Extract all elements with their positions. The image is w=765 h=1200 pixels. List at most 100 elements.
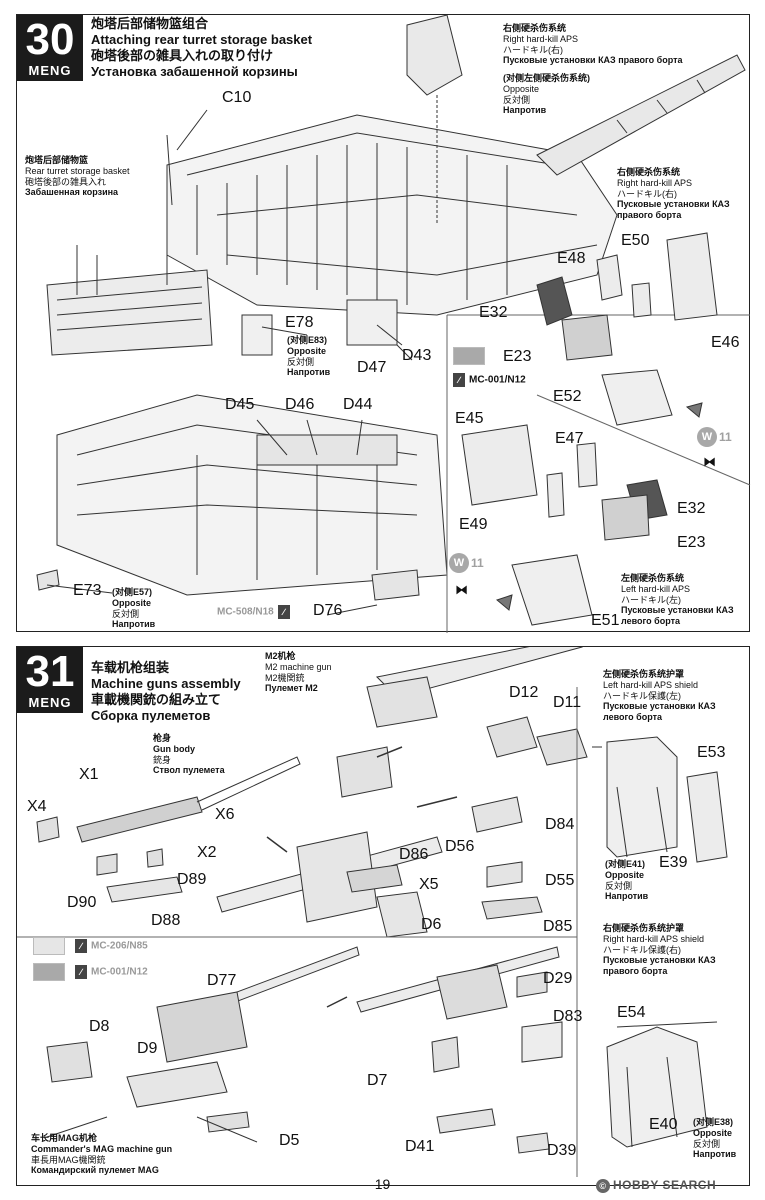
part-label-d83: D83: [553, 1008, 583, 1025]
right-shield-ja: ハードキル保護(右): [603, 944, 681, 955]
part-label-e45: E45: [455, 410, 484, 427]
gun-body-note: 枪身 Gun body 銃身 Ствол пулемета: [153, 733, 225, 776]
part-label-e32-a: E32: [479, 304, 508, 321]
basket-note-ja: 砲塔後部の雑具入れ: [25, 176, 107, 187]
part-label-d88: D88: [151, 912, 181, 929]
step-31-title-ru: Сборка пулеметов: [91, 708, 211, 723]
copyright-icon: ©: [596, 1179, 610, 1193]
part-label-d12: D12: [509, 684, 539, 701]
left-shield-ru1: Пусковые установки КАЗ: [603, 701, 716, 712]
mag-note-ja: 車長用MAG機関銃: [31, 1154, 106, 1165]
part-label-d41: D41: [405, 1138, 435, 1155]
e78-opposite-en: Opposite: [287, 345, 327, 356]
part-label-d90: D90: [67, 894, 97, 911]
right-shield-ru1: Пусковые установки КАЗ: [603, 955, 716, 966]
paint-swatch-mc001-step31: [33, 963, 65, 981]
part-label-d46: D46: [285, 396, 315, 413]
w-mark-number: 11: [719, 430, 732, 444]
right-aps-top-note: 右侧硬杀伤系统 Right hard-kill APS ハードキル(右) Пус…: [503, 23, 683, 66]
part-label-d47: D47: [357, 359, 387, 376]
e40-opposite-ru: Напротив: [693, 1149, 737, 1160]
mag-note: 车长用MAG机枪 Commander's MAG machine gun 車長用…: [31, 1133, 172, 1176]
part-label-d29: D29: [543, 970, 573, 987]
opposite-top-zh: (对侧左侧硬杀伤系统): [503, 73, 590, 83]
basket-note-en: Rear turret storage basket: [25, 165, 130, 176]
part-label-d5: D5: [279, 1132, 300, 1149]
m2-note-en: M2 machine gun: [265, 661, 332, 672]
part-label-d85: D85: [543, 918, 573, 935]
right-aps-sub-en: Right hard-kill APS: [617, 177, 693, 188]
gun-body-en: Gun body: [153, 743, 195, 754]
part-label-d43: D43: [402, 347, 432, 364]
hobby-search-watermark: ©HOBBY SEARCH: [596, 1178, 716, 1193]
opposite-top-ru: Напротив: [503, 105, 547, 116]
part-label-d84: D84: [545, 816, 575, 833]
step-30-badge: 30 MENG: [17, 15, 83, 81]
e40-opposite-ja: 反対側: [693, 1138, 721, 1149]
paint-code-mc508-step30: MC-508/N18∕: [217, 605, 294, 619]
opposite-top-note: (对侧左侧硬杀伤系统) Opposite 反対側 Напротив: [503, 73, 590, 116]
part-label-c10: C10: [222, 89, 252, 106]
e40-opposite-ref: (对侧E38): [693, 1117, 734, 1127]
step-31-brand-logo: MENG: [28, 695, 72, 710]
step-30-panel: 30 MENG 炮塔后部储物篮组合 Attaching rear turret …: [16, 14, 751, 633]
right-aps-sub-zh: 右侧硬杀伤系统: [617, 167, 681, 177]
step-30-title-en: Attaching rear turret storage basket: [91, 32, 313, 47]
step-31-title-zh: 车载机枪组装: [91, 660, 170, 675]
left-shield-en: Left hard-kill APS shield: [603, 679, 699, 690]
paint-swatch-mc206: [33, 937, 65, 955]
left-shield-zh: 左侧硬杀伤系统护罩: [603, 669, 685, 679]
part-label-d86: D86: [399, 846, 429, 863]
left-aps-sub-ja: ハードキル(左): [621, 594, 681, 605]
step-30-title-zh: 炮塔后部储物篮组合: [91, 16, 209, 31]
paint-code-mc001-step30: ∕MC-001/N12: [453, 373, 526, 387]
e40-opposite-note: (对侧E38) Opposite 反対側 Напротив: [693, 1117, 736, 1160]
e73-opposite-ja: 反対側: [112, 608, 140, 619]
mag-note-ru: Командирский пулемет MAG: [31, 1165, 159, 1176]
part-label-x5: X5: [419, 876, 439, 893]
step-31-panel: 31 MENG 车载机枪组装 Machine guns assembly 車載機…: [16, 646, 750, 1186]
right-aps-top-en: Right hard-kill APS: [503, 33, 579, 44]
left-aps-sub-ru2: левого борта: [621, 616, 680, 627]
e73-opposite-en: Opposite: [112, 597, 152, 608]
part-label-e32-b: E32: [677, 500, 706, 517]
watermark-text: HOBBY SEARCH: [613, 1178, 717, 1192]
right-shield-en: Right hard-kill APS shield: [603, 933, 705, 944]
part-label-d9: D9: [137, 1040, 158, 1057]
part-label-d39: D39: [547, 1142, 577, 1159]
left-aps-sub-en: Left hard-kill APS: [621, 583, 691, 594]
part-label-x2: X2: [197, 844, 217, 861]
step-31-title-ja: 車載機関銃の組み立て: [91, 692, 222, 707]
part-label-d44: D44: [343, 396, 373, 413]
e40-opposite-en: Opposite: [693, 1127, 733, 1138]
e78-opposite-ref: (对侧E83): [287, 335, 328, 345]
right-aps-sub-ru2: правого борта: [617, 210, 682, 221]
brush-icon: ∕: [75, 965, 87, 979]
e39-opposite-ru: Напротив: [605, 891, 649, 902]
right-aps-sub-ru1: Пусковые установки КАЗ: [617, 199, 730, 210]
e73-opposite-note: (对侧E57) Opposite 反対側 Напротив: [112, 587, 155, 630]
part-label-d45: D45: [225, 396, 255, 413]
e39-opposite-ja: 反対側: [605, 880, 633, 891]
e73-opposite-ref: (对侧E57): [112, 587, 153, 597]
gun-body-ru: Ствол пулемета: [153, 765, 225, 776]
right-shield-note: 右侧硬杀伤系统护罩 Right hard-kill APS shield ハード…: [603, 923, 716, 977]
mag-note-zh: 车长用MAG机枪: [31, 1133, 97, 1143]
paint-code-mc206: ∕MC-206/N85: [75, 939, 148, 953]
part-label-e53: E53: [697, 744, 726, 761]
part-label-d76: D76: [313, 602, 343, 619]
part-label-x1: X1: [79, 766, 99, 783]
left-aps-sub-note: 左侧硬杀伤系统 Left hard-kill APS ハードキル(左) Пуск…: [621, 573, 734, 627]
part-label-e78: E78: [285, 314, 314, 331]
e78-opposite-note: (对侧E83) Opposite 反対側 Напротив: [287, 335, 330, 378]
part-label-e23-a: E23: [503, 348, 532, 365]
part-label-e46: E46: [711, 334, 740, 351]
step-31-badge: 31 MENG: [17, 647, 83, 713]
left-shield-ja: ハードキル保護(左): [603, 690, 681, 701]
brush-icon: ∕: [75, 939, 87, 953]
gun-body-ja: 銃身: [153, 754, 172, 765]
right-aps-top-ru: Пусковые установки КАЗ правого борта: [503, 55, 683, 66]
gun-body-zh: 枪身: [153, 733, 172, 743]
part-label-e40: E40: [649, 1116, 678, 1133]
m2-note: M2机枪 M2 machine gun M2機関銃 Пулемет M2: [265, 651, 332, 694]
